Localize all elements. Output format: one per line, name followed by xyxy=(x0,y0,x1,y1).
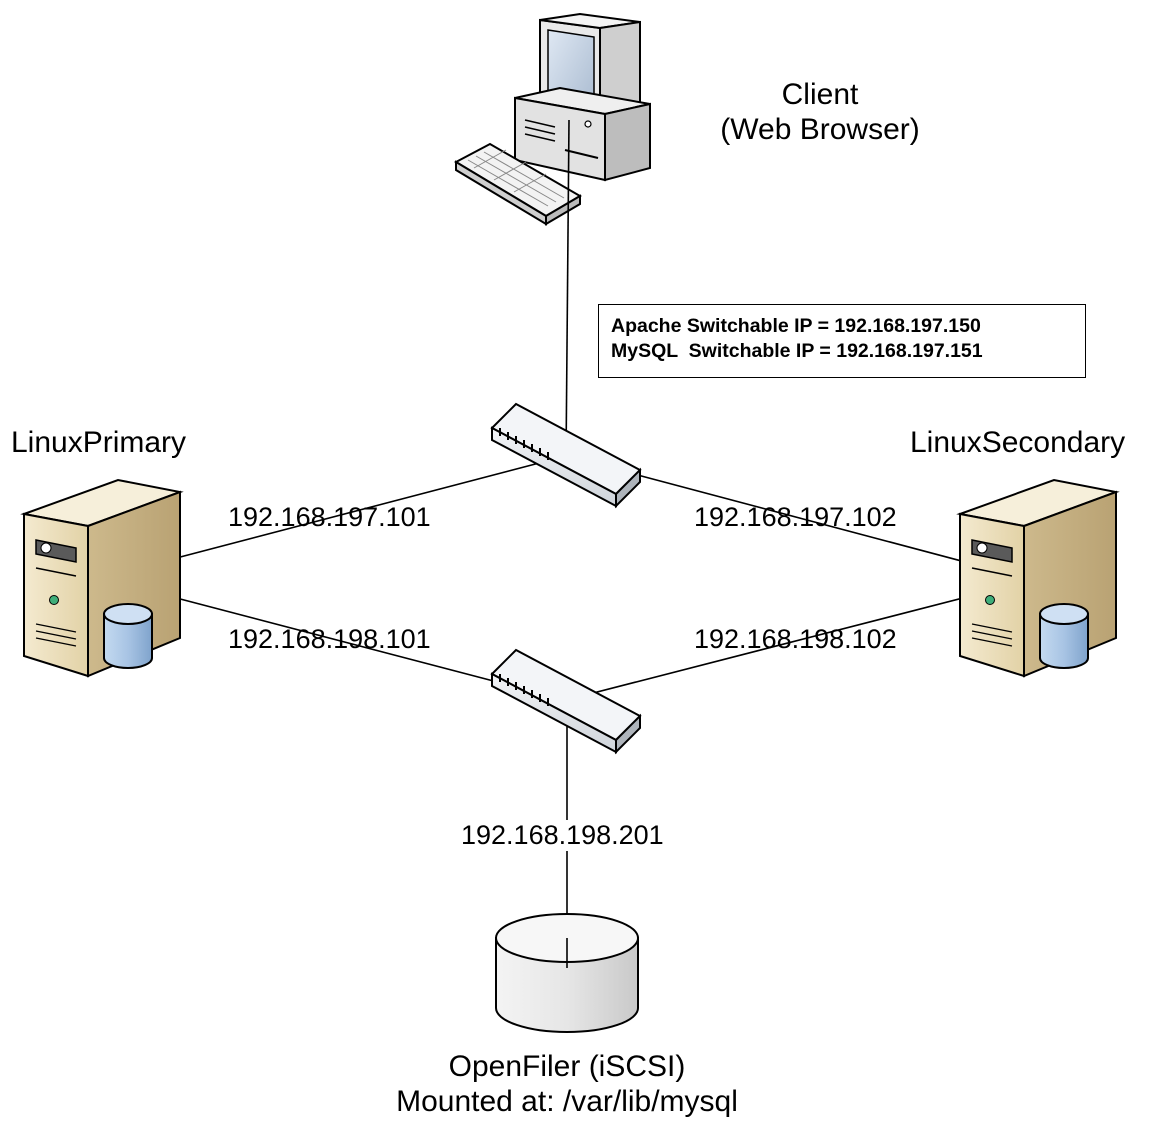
apache-switchable-ip: Apache Switchable IP = 192.168.197.150 xyxy=(611,315,981,337)
link-switch-secondary-private xyxy=(565,579,1034,701)
storage-mount: Mounted at: /var/lib/mysql xyxy=(396,1084,738,1118)
public-switch-icon xyxy=(490,402,642,509)
secondary-server-name: LinuxSecondary xyxy=(910,426,1126,459)
primary-private-ip: 192.168.198.101 xyxy=(228,624,431,654)
private-switch-icon xyxy=(490,648,642,755)
secondary-public-ip: 192.168.197.102 xyxy=(694,502,897,532)
storage-disk-icon xyxy=(495,913,639,1033)
client-title: Client xyxy=(781,78,859,111)
switchable-ip-box: Apache Switchable IP = 192.168.197.150 M… xyxy=(598,304,1086,378)
primary-server-icon xyxy=(20,478,184,678)
client-subtitle: (Web Browser) xyxy=(720,112,920,146)
storage-ip: 192.168.198.201 xyxy=(461,820,664,852)
primary-public-ip: 192.168.197.101 xyxy=(228,502,431,532)
secondary-database-icon xyxy=(1039,603,1089,669)
mysql-switchable-ip: MySQL Switchable IP = 192.168.197.151 xyxy=(611,340,983,363)
storage-name: OpenFiler (iSCSI) xyxy=(448,1050,686,1083)
link-switch-secondary-public xyxy=(565,455,1034,581)
client-label: Client (Web Browser) xyxy=(690,78,950,147)
link-client-switch xyxy=(565,119,570,461)
client-computer-icon xyxy=(514,12,651,182)
secondary-private-ip: 192.168.198.102 xyxy=(694,624,897,654)
primary-database-icon xyxy=(103,603,153,669)
keyboard-icon xyxy=(453,142,582,226)
secondary-server-icon xyxy=(956,478,1120,678)
primary-server-name: LinuxPrimary xyxy=(11,426,187,459)
storage-label: OpenFiler (iSCSI) Mounted at: /var/lib/m… xyxy=(317,1050,817,1119)
